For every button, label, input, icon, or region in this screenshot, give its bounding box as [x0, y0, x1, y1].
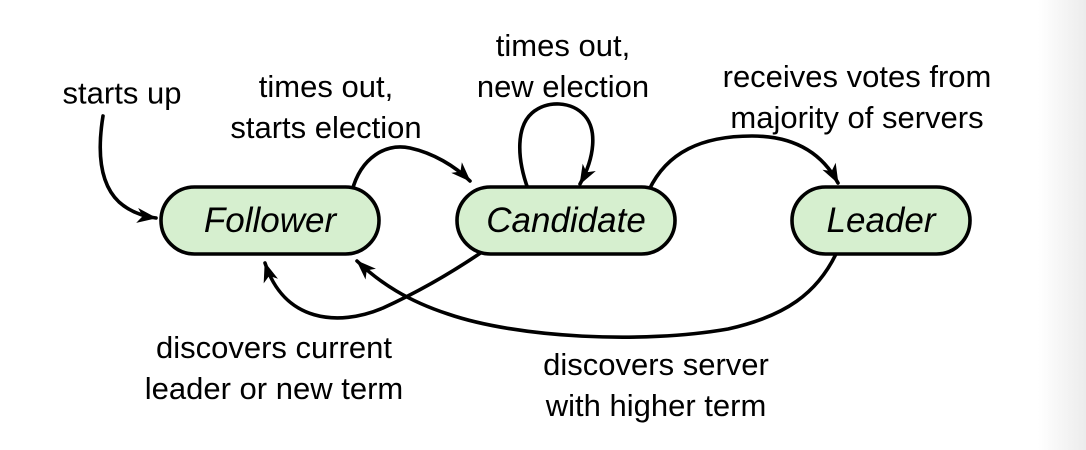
label-line: times out, [495, 28, 631, 63]
edge-starts-up [98, 114, 158, 223]
edge-candidate-to-follower [263, 250, 484, 320]
follower-state-shape [159, 185, 381, 256]
label-line: with higher term [545, 388, 767, 423]
edge-leader-to-follower [355, 252, 838, 339]
discovers-current-leader-label: discovers current leader or new term [145, 327, 403, 409]
label-line: times out, [258, 69, 394, 104]
leader-state-shape [790, 185, 972, 256]
label-line: leader or new term [144, 371, 404, 406]
label-line: receives votes from [722, 59, 992, 94]
receives-votes-label: receives votes from majority of servers [723, 56, 992, 138]
candidate-state-shape [455, 185, 677, 256]
leader-state-label: Leader [826, 201, 936, 240]
edge-follower-to-candidate [350, 145, 472, 193]
label-line: majority of servers [730, 100, 984, 135]
label-line: new election [476, 69, 650, 104]
candidate-state-label: Candidate [486, 201, 646, 240]
discovers-higher-term-label: discovers server with higher term [543, 344, 769, 426]
edge-candidate-to-leader [647, 134, 840, 192]
label-line: starts election [230, 110, 422, 145]
starts-up-label: starts up [63, 73, 182, 114]
label-line: starts up [62, 75, 182, 111]
timeout-start-election-label: times out, starts election [230, 66, 421, 148]
follower-state-label: Follower [203, 201, 337, 240]
timeout-new-election-label: times out, new election [477, 25, 649, 107]
label-line: discovers current [155, 330, 393, 365]
edge-candidate-self-loop [518, 102, 596, 191]
label-line: discovers server [543, 347, 769, 382]
